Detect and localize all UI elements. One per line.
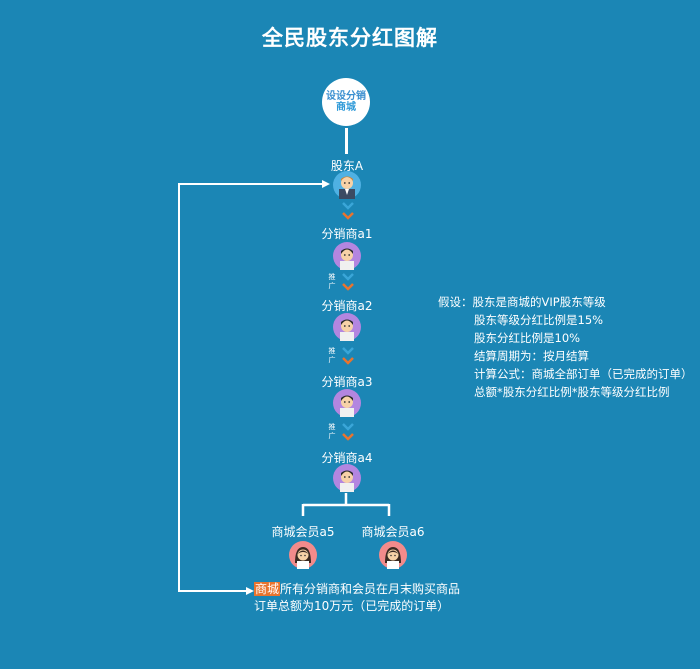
logo-line-1: 设设分销 [326,91,366,102]
order-summary-line-2: 订单总额为10万元（已完成的订单） [254,599,450,613]
shop-highlight: 商城 [254,582,281,596]
order-summary-text: 所有分销商和会员在月末购买商品 [280,582,461,596]
chevron-down-icon [342,423,354,441]
distributor-a1-label: 分销商a1 [321,227,373,241]
distributor-a3-avatar-icon [333,389,361,417]
distributor-a4-label: 分销商a4 [321,451,373,465]
shareholder-label: 股东A [330,159,364,173]
dividend-loop-arrow [178,184,254,595]
distributor-a4-avatar-icon [333,464,361,492]
distributor-a1-avatar-icon [333,242,361,270]
assumption-prefix: 假设： [438,295,473,309]
chevron-down-icon [342,273,354,291]
assumption-line: 计算公式：商城全部订单（已完成的订单） [474,367,693,381]
order-summary-line-1: 商城所有分销商和会员在月末购买商品 [254,581,460,598]
member-a6-avatar-icon [379,541,407,569]
member-a5-label: 商城会员a5 [271,525,335,539]
assumption-line: 结算周期为：按月结算 [474,349,589,363]
arrow-to-shareholder [178,180,330,188]
promote-text-1: 推 [328,273,336,281]
chevron-down-icon [342,347,354,365]
promote-text-2: 广 [328,282,336,290]
member-a6-label: 商城会员a6 [361,525,425,539]
assumption-line: 股东分红比例是10% [474,331,581,345]
promote-text-1: 推 [328,347,336,355]
promote-text-2: 广 [328,356,336,364]
branch-connector [301,493,391,516]
distributor-a2-avatar-icon [333,313,361,341]
shareholder-avatar-icon [333,171,361,199]
shop-logo: 设设分销 商城 [322,78,370,126]
assumption-line: 股东等级分红比例是15% [474,313,604,327]
page-title: 全民股东分红图解 [262,26,438,50]
member-a5-avatar-icon [289,541,317,569]
distributor-a3-label: 分销商a3 [321,375,373,389]
promote-text-2: 广 [328,432,336,440]
order-summary: 商城所有分销商和会员在月末购买商品 订单总额为10万元（已完成的订单） [254,581,460,615]
promote-label: 推 广 [327,423,337,441]
assumption-line: 总额*股东分红比例*股东等级分红比例 [474,385,670,399]
distributor-a2-label: 分销商a2 [321,299,373,313]
logo-connector-line [345,128,348,154]
assumption-line: 股东是商城的VIP股东等级 [472,295,606,309]
promote-label: 推 广 [327,273,337,291]
assumption-row: 假设：股东是商城的VIP股东等级 [438,293,693,311]
chevron-down-icon [342,202,354,220]
promote-text-1: 推 [328,423,336,431]
assumptions-block: 假设：股东是商城的VIP股东等级 股东等级分红比例是15% 股东分红比例是10%… [438,293,693,401]
logo-line-2: 商城 [336,102,356,113]
promote-label: 推 广 [327,347,337,365]
